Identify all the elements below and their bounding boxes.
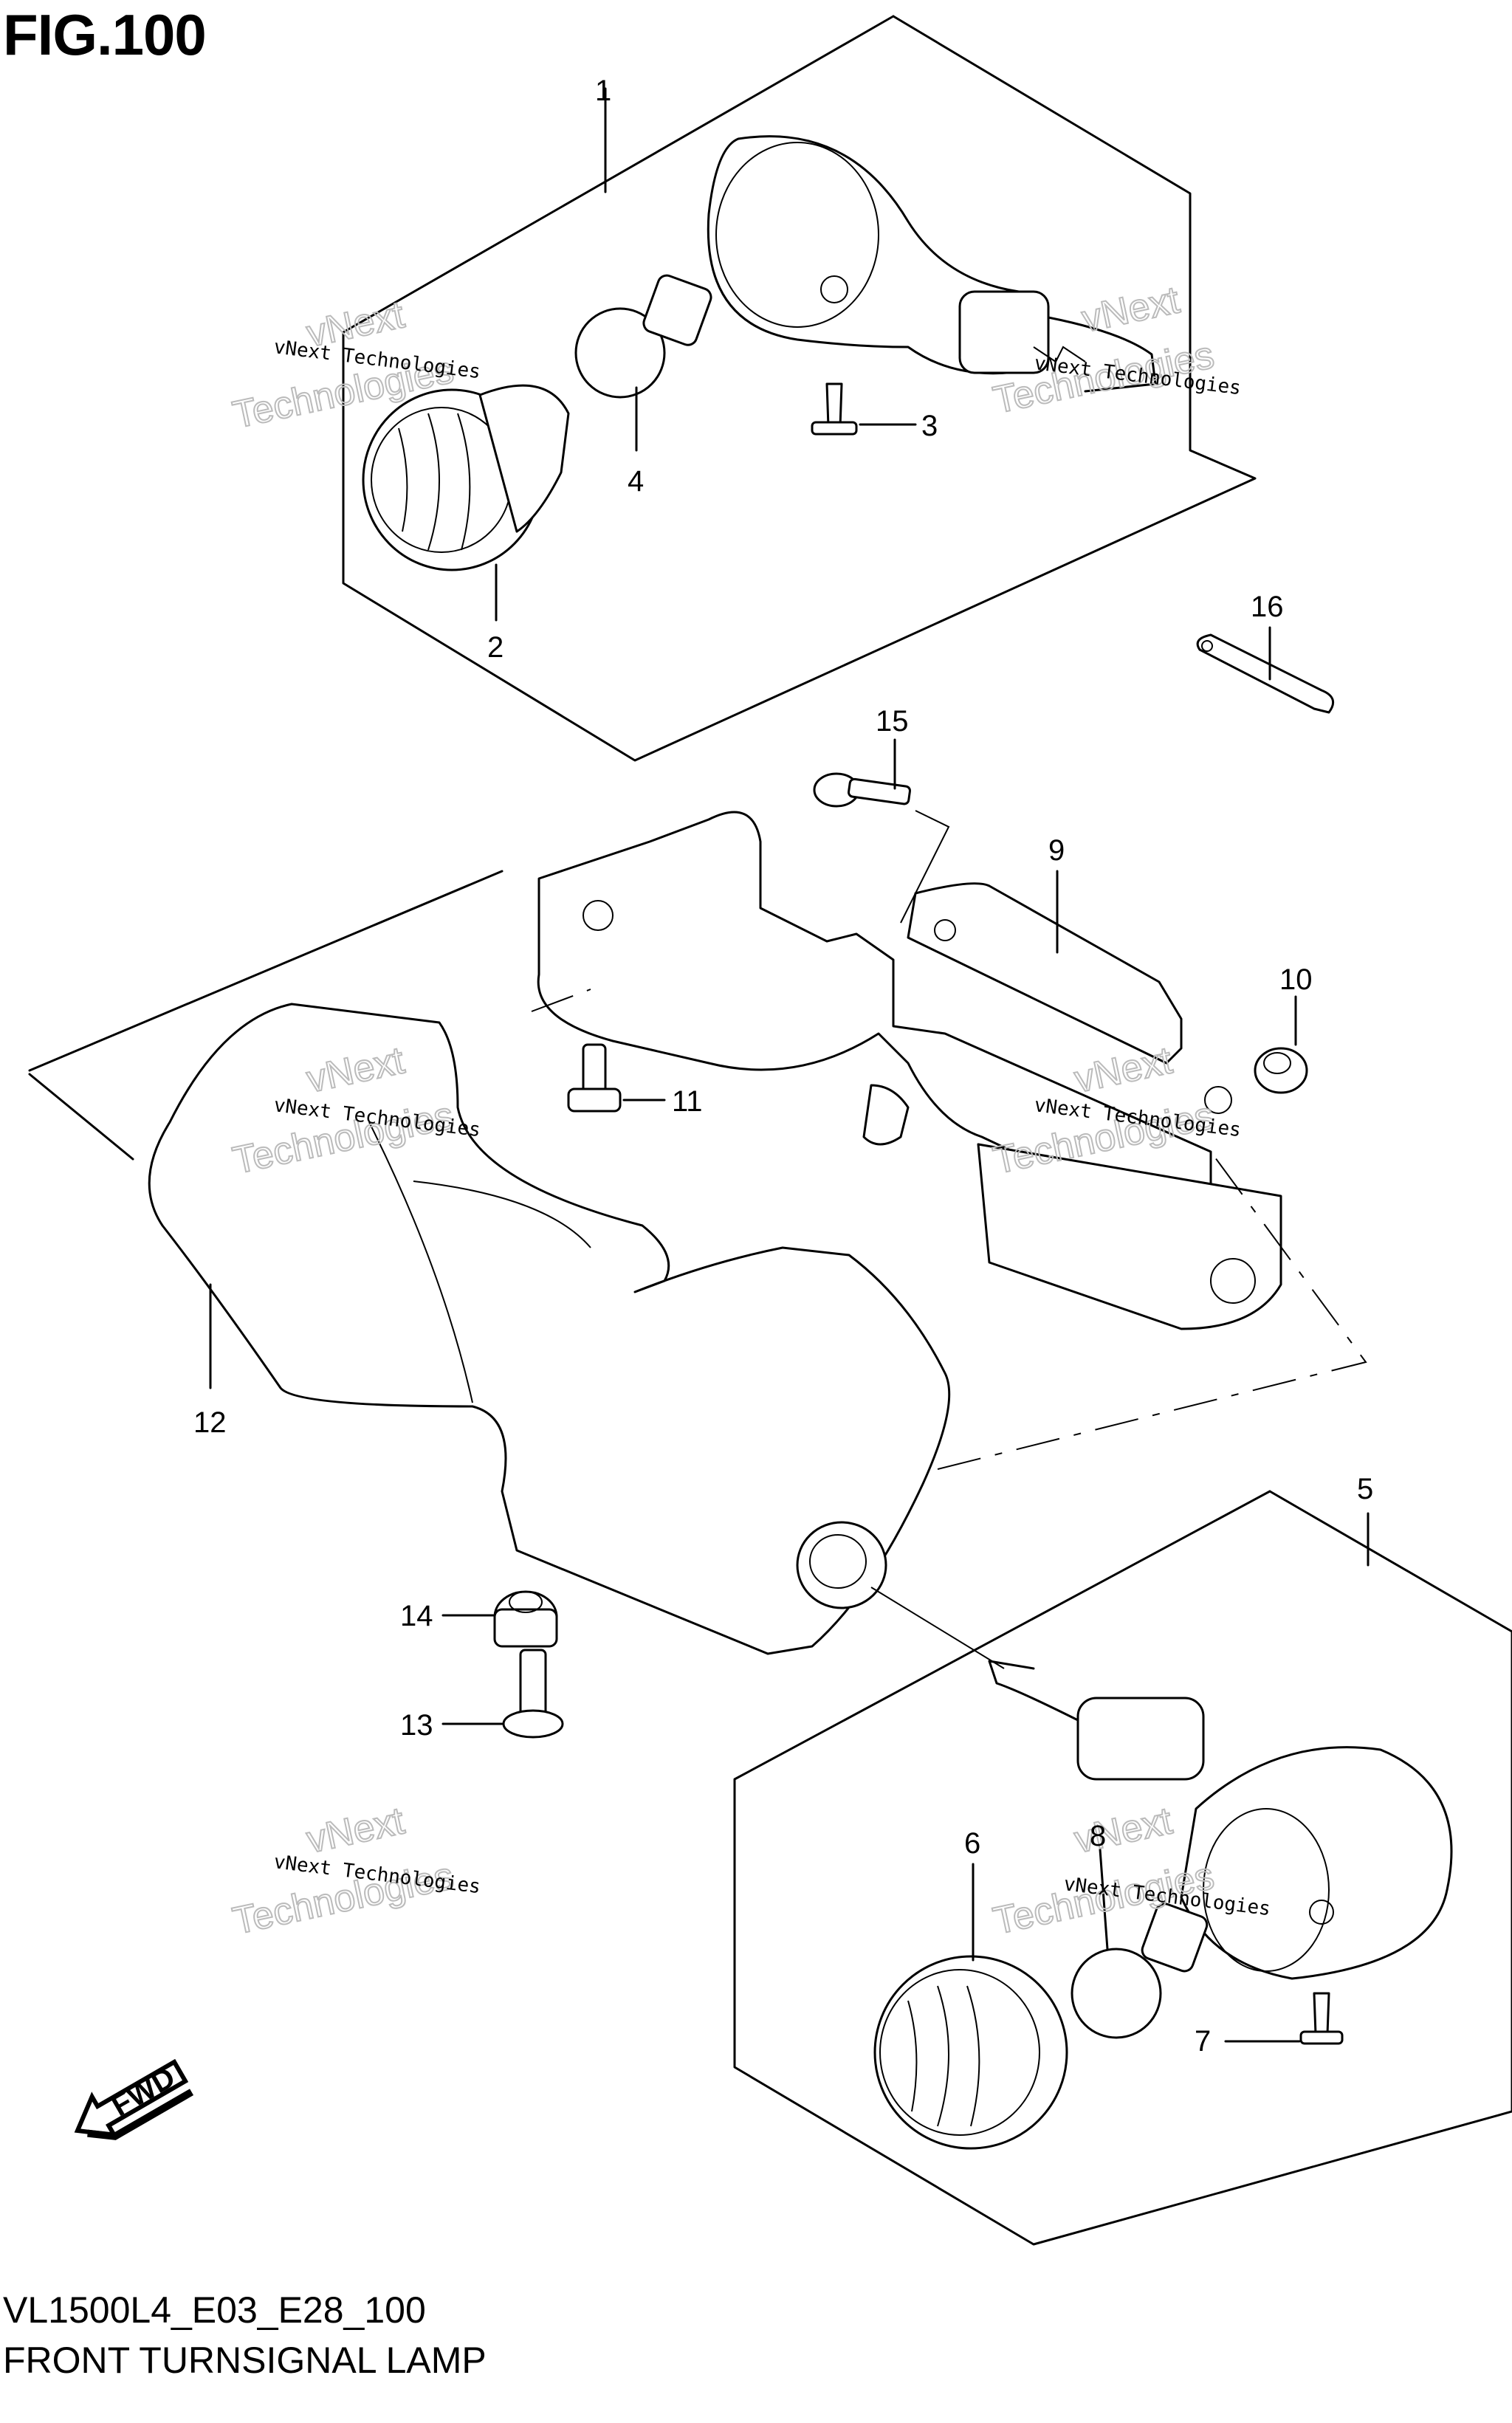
watermark-4: Technologies vNext vNext Technologies (989, 1038, 1242, 1183)
part-9-bracket (907, 870, 1183, 1065)
mount-bracket-and-cover (28, 811, 1367, 1655)
watermark-5: Technologies vNext vNext Technologies (228, 1798, 481, 1943)
figure-caption: FRONT TURNSIGNAL LAMP (3, 2340, 487, 2381)
svg-text:vNext: vNext (1071, 1039, 1176, 1101)
part-13-bolt (441, 1649, 564, 1739)
callout-13: 13 (400, 1709, 433, 1742)
fwd-arrow-icon: FWD (74, 2058, 194, 2140)
callout-3: 3 (921, 410, 938, 442)
callout-labels: 1 2 3 4 16 15 9 10 11 12 5 14 13 6 8 7 (193, 75, 1373, 2058)
figure-title: FIG.100 (3, 2, 207, 67)
callout-10: 10 (1279, 963, 1313, 996)
callout-9: 9 (1048, 834, 1065, 867)
callout-6: 6 (964, 1827, 980, 1860)
fwd-label: FWD (106, 2061, 181, 2123)
upper-lamp-assembly-group (342, 15, 1257, 762)
callout-2: 2 (487, 631, 504, 664)
model-code: VL1500L4_E03_E28_100 (3, 2289, 426, 2331)
callout-1: 1 (595, 75, 611, 107)
part-14-grommet (441, 1590, 558, 1648)
lower-lamp-assembly-group (733, 1490, 1512, 2246)
callout-7: 7 (1195, 2025, 1211, 2058)
part-15-bolt (813, 738, 950, 924)
svg-text:vNext: vNext (303, 1799, 408, 1861)
callout-5: 5 (1357, 1473, 1373, 1505)
part-16-clip (1196, 626, 1335, 714)
callout-4: 4 (628, 465, 644, 498)
callout-12: 12 (193, 1406, 227, 1439)
part-10-grommet (1254, 995, 1308, 1094)
callout-14: 14 (400, 1600, 433, 1632)
callout-16: 16 (1251, 591, 1284, 623)
callout-8: 8 (1090, 1820, 1106, 1852)
callout-11: 11 (672, 1085, 703, 1118)
svg-text:vNext: vNext (1071, 1799, 1176, 1861)
callout-15: 15 (876, 705, 909, 738)
svg-text:vNext: vNext (1078, 278, 1183, 340)
